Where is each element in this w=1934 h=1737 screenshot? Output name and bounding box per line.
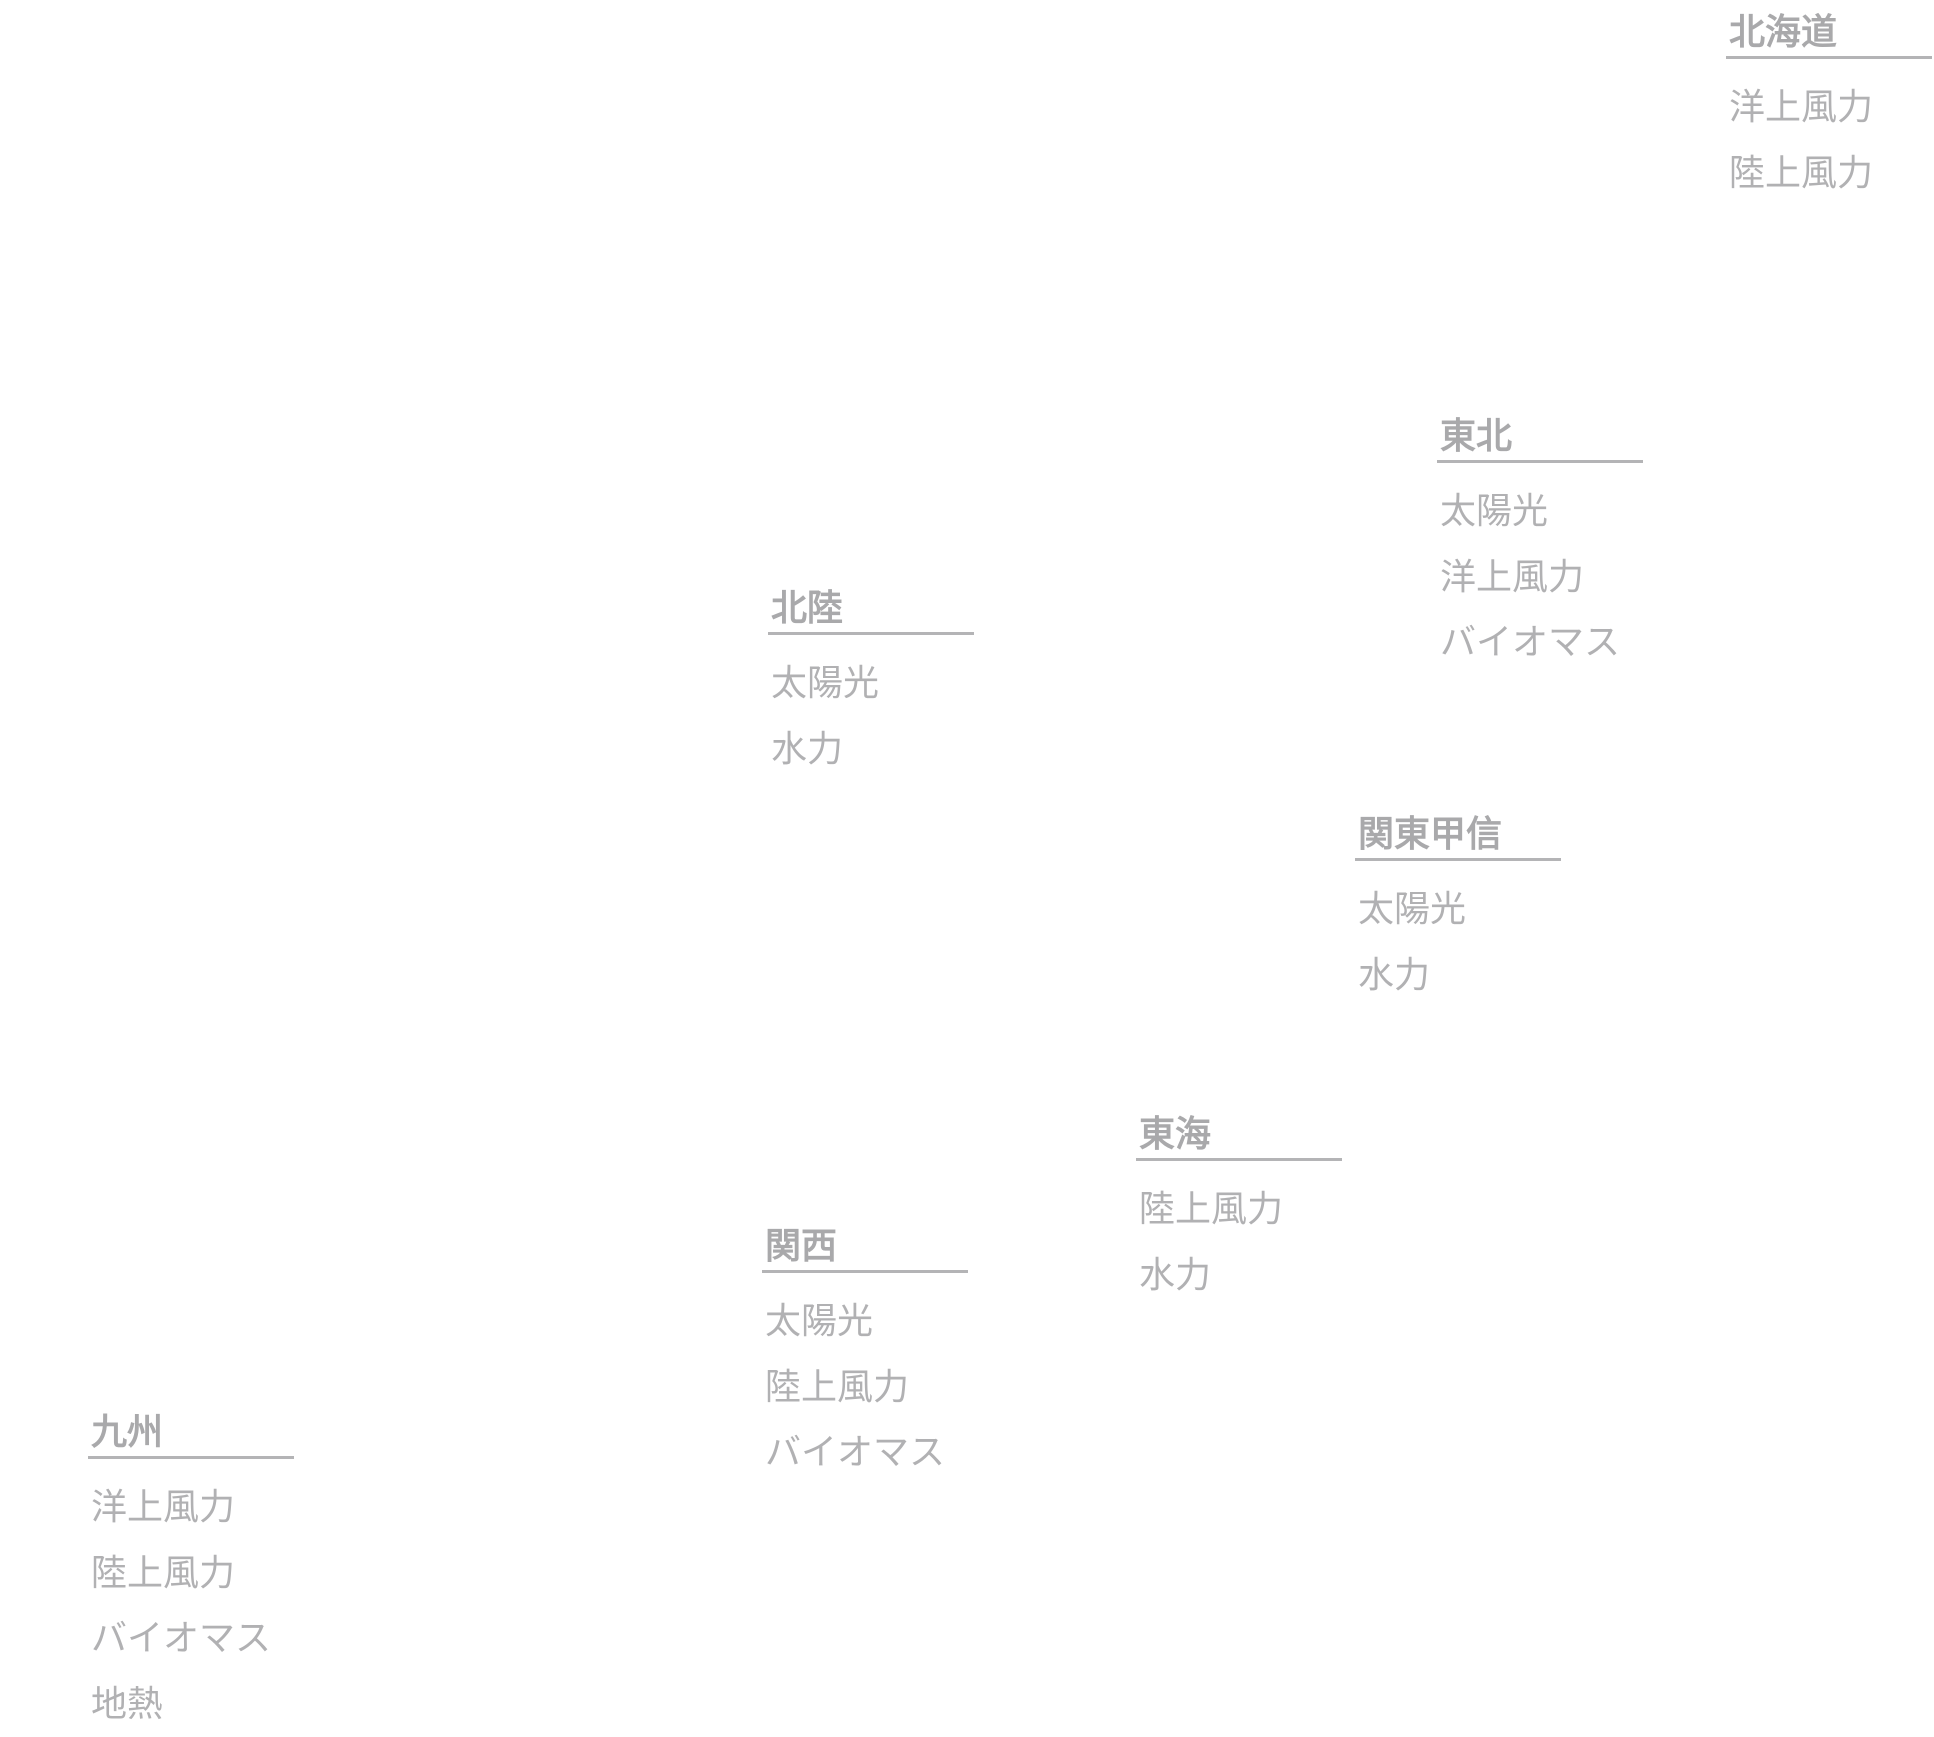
resource-item: 太陽光 [771,651,974,717]
resource-item: 陸上風力 [1729,141,1932,207]
resource-item: 洋上風力 [91,1475,294,1541]
region-title-hokuriku: 北陸 [768,586,974,635]
region-tokai: 東海 陸上風力 水力 [1136,1112,1342,1308]
region-hokuriku: 北陸 太陽光 水力 [768,586,974,782]
resource-item: 洋上風力 [1440,545,1643,611]
region-title-kansai: 関西 [762,1224,968,1273]
resource-list-tohoku: 太陽光 洋上風力 バイオマス [1437,463,1643,676]
resource-list-kyushu: 洋上風力 陸上風力 バイオマス 地熱 [88,1459,294,1737]
resource-item: 水力 [1139,1243,1342,1309]
region-kanto-koshin: 関東甲信 太陽光 水力 [1355,812,1561,1008]
resource-item: 陸上風力 [91,1541,294,1607]
resource-item: 地熱 [91,1672,294,1737]
resource-item: バイオマス [1440,610,1643,676]
region-kansai: 関西 太陽光 陸上風力 バイオマス [762,1224,968,1486]
resource-item: 水力 [771,717,974,783]
region-title-kanto-koshin: 関東甲信 [1355,812,1561,861]
resource-item: 太陽光 [765,1289,968,1355]
resource-item: 洋上風力 [1729,75,1932,141]
resource-item: 陸上風力 [765,1355,968,1421]
resource-item: バイオマス [765,1420,968,1486]
resource-list-hokkaido: 洋上風力 陸上風力 [1726,59,1932,206]
resource-item: 太陽光 [1358,877,1561,943]
resource-list-tokai: 陸上風力 水力 [1136,1161,1342,1308]
resource-item: 太陽光 [1440,479,1643,545]
resource-item: 水力 [1358,943,1561,1009]
region-title-hokkaido: 北海道 [1726,10,1932,59]
region-tohoku: 東北 太陽光 洋上風力 バイオマス [1437,414,1643,676]
resource-list-kanto-koshin: 太陽光 水力 [1355,861,1561,1008]
region-kyushu: 九州 洋上風力 陸上風力 バイオマス 地熱 [88,1410,294,1737]
region-hokkaido: 北海道 洋上風力 陸上風力 [1726,10,1932,206]
region-title-tokai: 東海 [1136,1112,1342,1161]
region-title-tohoku: 東北 [1437,414,1643,463]
region-title-kyushu: 九州 [88,1410,294,1459]
resource-item: バイオマス [91,1606,294,1672]
resource-item: 陸上風力 [1139,1177,1342,1243]
resource-list-hokuriku: 太陽光 水力 [768,635,974,782]
resource-list-kansai: 太陽光 陸上風力 バイオマス [762,1273,968,1486]
